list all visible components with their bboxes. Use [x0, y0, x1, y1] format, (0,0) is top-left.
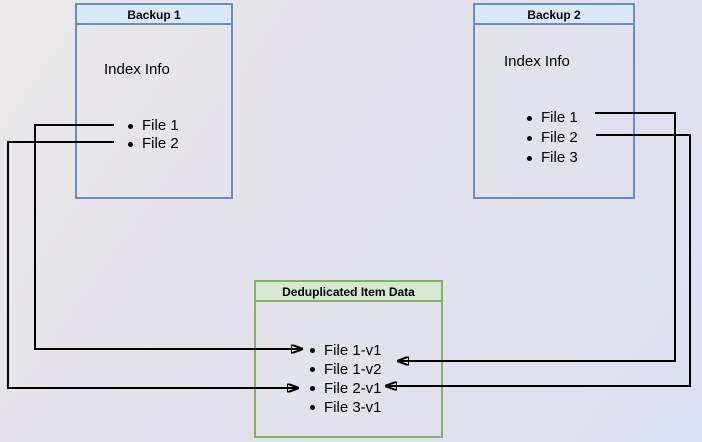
dedup-file-list: File 1-v1 File 1-v2 File 2-v1 File 3-v1: [310, 341, 382, 417]
backup2-index-info-label: Index Info: [504, 53, 570, 70]
backup2-file-2: File 2: [527, 128, 578, 148]
backup1-box: Backup 1 Index Info File 1 File 2: [75, 3, 233, 199]
backup1-title: Backup 1: [77, 5, 231, 25]
backup2-file-1: File 1: [527, 108, 578, 128]
backup2-title: Backup 2: [475, 5, 633, 25]
backup1-file-list: File 1 File 2: [128, 117, 179, 153]
backup1-file-2: File 2: [128, 135, 179, 153]
dedup-file-2-v1: File 2-v1: [310, 379, 382, 398]
dedup-title: Deduplicated Item Data: [256, 282, 441, 302]
deduplicated-item-data-box: Deduplicated Item Data File 1-v1 File 1-…: [254, 280, 443, 438]
backup2-file-list: File 1 File 2 File 3: [527, 108, 578, 168]
dedup-file-1-v1: File 1-v1: [310, 341, 382, 360]
backup2-file-3: File 3: [527, 148, 578, 168]
backup1-index-info-label: Index Info: [104, 61, 170, 78]
backup2-box: Backup 2 Index Info File 1 File 2 File 3: [473, 3, 635, 199]
dedup-file-3-v1: File 3-v1: [310, 398, 382, 417]
dedup-file-1-v2: File 1-v2: [310, 360, 382, 379]
backup1-file-1: File 1: [128, 117, 179, 135]
